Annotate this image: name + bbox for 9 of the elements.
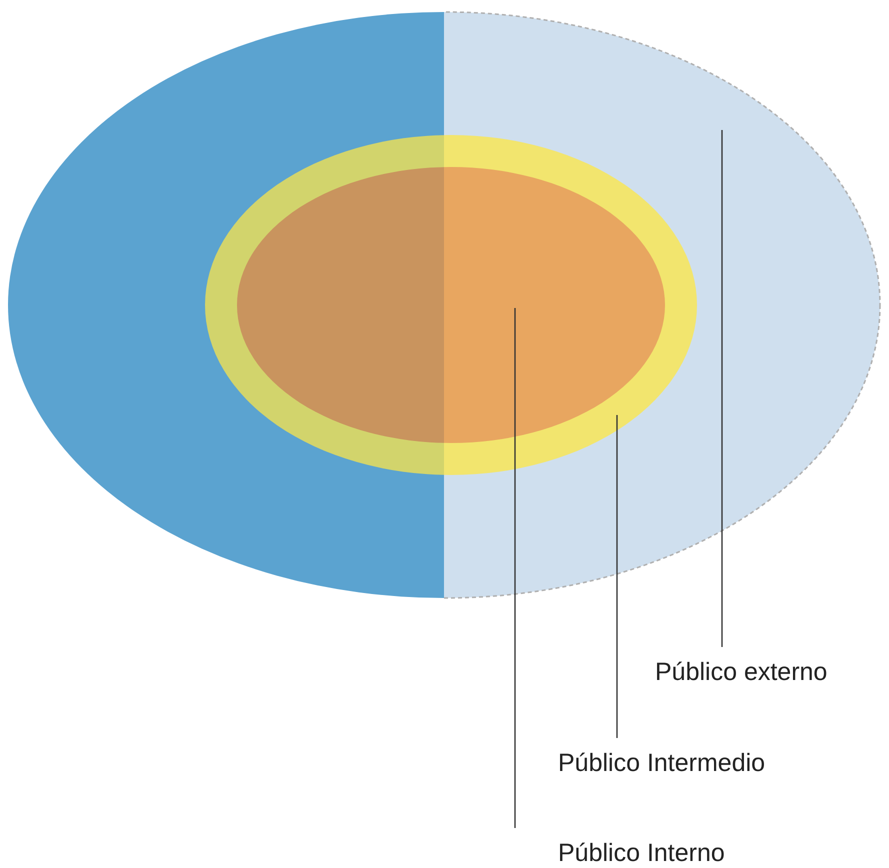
callout-label: Público Interno <box>558 838 725 868</box>
callout-label: Público Intermedio <box>558 748 766 778</box>
callout-label: Público externo <box>655 657 828 687</box>
leader-line <box>514 308 516 828</box>
leader-line <box>721 130 723 647</box>
outer-ellipse <box>8 11 881 599</box>
inner-ellipse <box>237 167 665 443</box>
leader-line <box>616 415 618 738</box>
middle-ellipse <box>205 135 697 475</box>
